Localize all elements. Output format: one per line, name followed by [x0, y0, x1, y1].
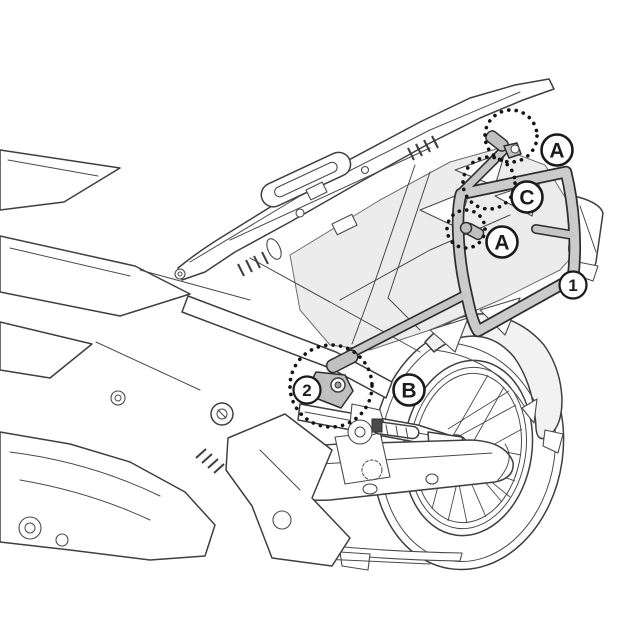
callout-A-top-label: A — [549, 140, 564, 163]
footpeg-bracket-fitting — [309, 349, 359, 409]
tail-mount-fitting — [485, 130, 522, 159]
highlight-mid-mount — [445, 208, 487, 250]
mud-flap — [542, 429, 564, 454]
callout-C-label: C — [519, 187, 534, 210]
dotted-highlights — [288, 108, 539, 429]
highlight-c-junction — [461, 155, 517, 211]
exhaust-muffler — [279, 431, 514, 502]
fender-vent — [521, 398, 538, 424]
callout-2-label: 2 — [302, 381, 311, 400]
tank-shrouds — [0, 149, 201, 391]
callout-A-top: A — [540, 133, 574, 167]
callout-B-label: B — [401, 380, 416, 403]
callouts: A C A B 1 2 — [292, 133, 588, 407]
highlight-tail-mount — [483, 108, 539, 164]
callout-1-label: 1 — [568, 276, 577, 295]
callout-B: B — [392, 373, 426, 407]
vent-stripes — [237, 135, 439, 277]
pannier-rack — [309, 130, 582, 409]
callout-2: 2 — [292, 375, 322, 405]
frame-detail-lines — [139, 164, 431, 353]
grommet — [266, 238, 282, 260]
engine-cases — [0, 413, 383, 567]
frame — [110, 164, 431, 426]
callout-C: C — [510, 180, 544, 214]
callout-A-mid-label: A — [494, 232, 509, 255]
highlight-footpeg-mount — [288, 343, 374, 429]
tail-bodywork — [174, 78, 555, 281]
callout-1: 1 — [558, 270, 588, 300]
callout-A-mid: A — [485, 225, 519, 259]
frame-plate — [225, 413, 351, 567]
engine-fins — [195, 448, 225, 474]
